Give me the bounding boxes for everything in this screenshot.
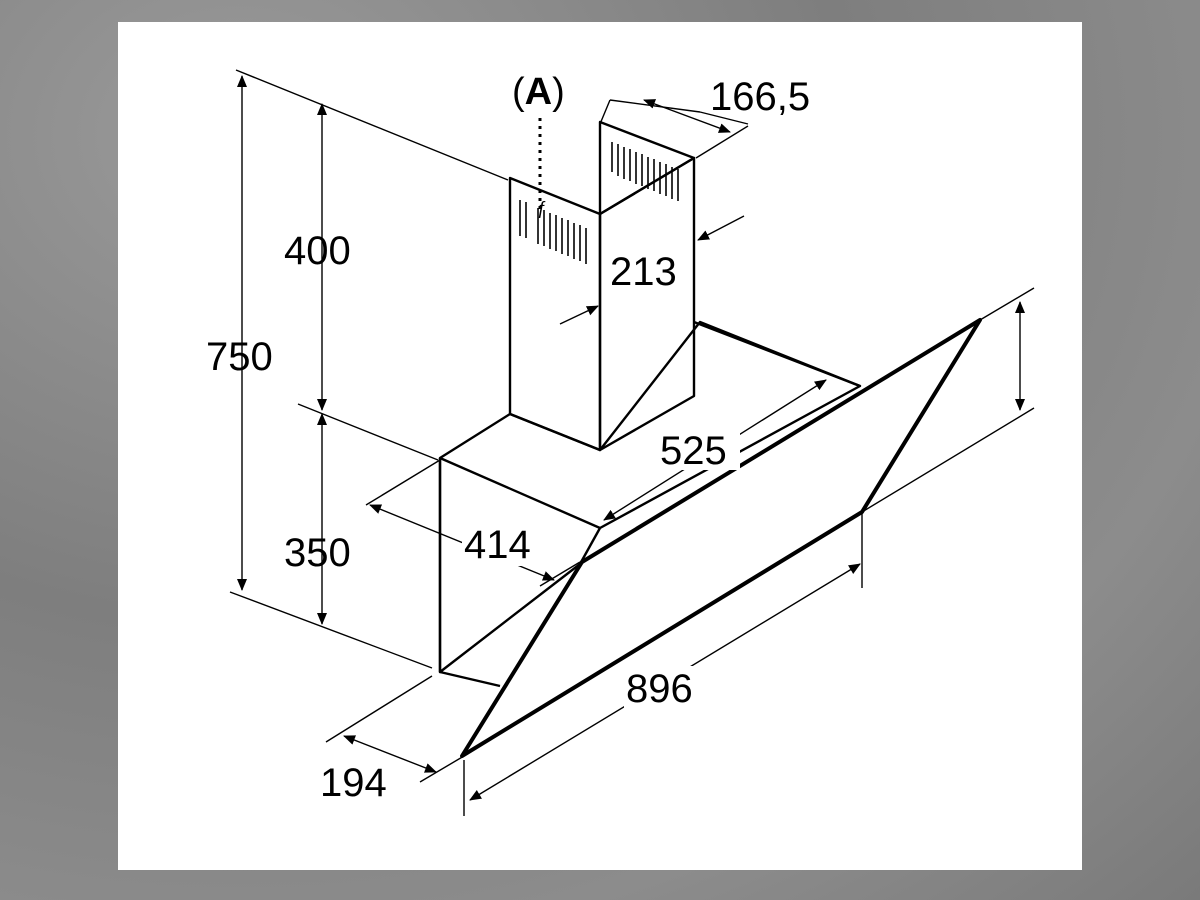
- dim-line-166-5: [643, 99, 731, 133]
- dim-label-525: 525: [660, 429, 727, 473]
- dim-label-194: 194: [320, 761, 387, 805]
- dimension-labels: (A) 166,5 400 750 213 525 414 350 896 19…: [206, 71, 810, 805]
- dim-label-896: 896: [626, 667, 693, 711]
- dim-label-350: 350: [284, 531, 351, 575]
- dim-label-414: 414: [464, 523, 531, 567]
- vent-slits-back: [611, 142, 679, 201]
- part-label-a: (A): [512, 71, 565, 113]
- vent-slits-front: [519, 200, 587, 264]
- dim-line-213-bot: [559, 305, 599, 325]
- dim-label-400: 400: [284, 229, 351, 273]
- dim-line-213-top: [697, 215, 745, 241]
- dim-label-213: 213: [610, 250, 677, 294]
- dim-label-750: 750: [206, 335, 273, 379]
- dim-label-166-5: 166,5: [710, 75, 810, 119]
- hood-body: [438, 320, 862, 688]
- leader-a-end: ƒ: [537, 198, 547, 218]
- dim-line-194: [343, 735, 437, 773]
